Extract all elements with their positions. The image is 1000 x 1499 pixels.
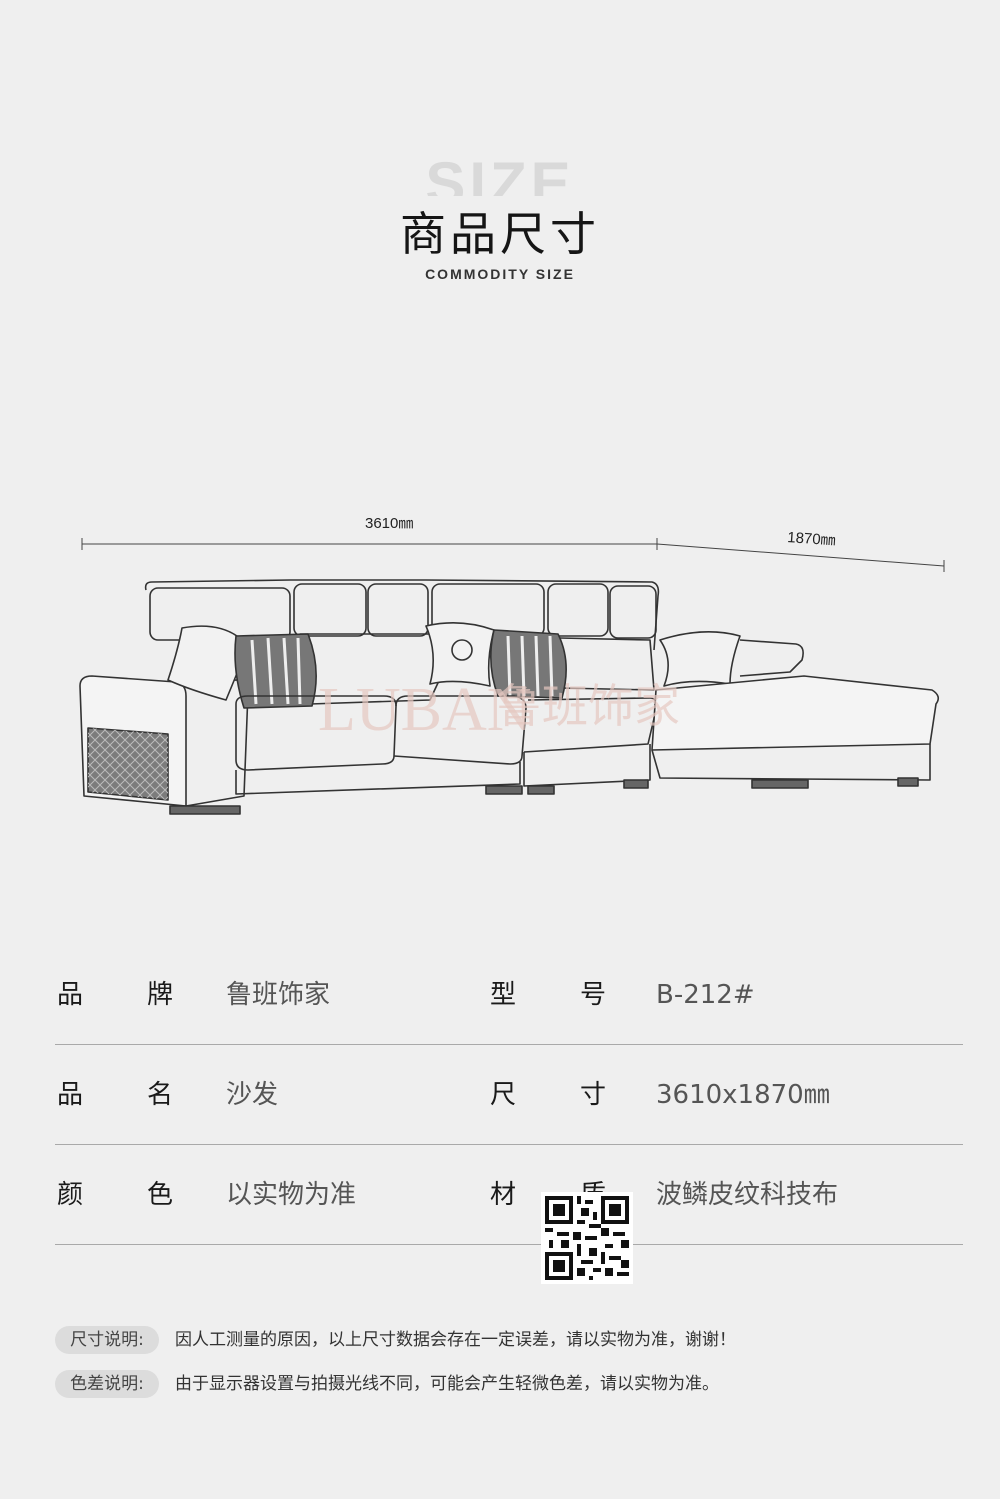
note-tag-size: 尺寸说明: [55,1326,159,1354]
notes-section: 尺寸说明: 因人工测量的原因，以上尺寸数据会存在一定误差，请以实物为准，谢谢！ … [55,1322,963,1410]
note-tag-color: 色差说明: [55,1370,159,1398]
qr-code-icon [541,1192,633,1284]
spec-label: 颜 [57,1180,84,1210]
size-background-word: SIZE [425,154,575,196]
spec-value-material: 波鳞皮纹科技布 [656,1180,839,1210]
sofa-dimension-drawing: 3610㎜ 1870㎜ [79,515,945,815]
spec-label: 品 [57,1080,84,1110]
note-text-color: 由于显示器设置与拍摄光线不同，可能会产生轻微色差，请以实物为准。 [175,1374,719,1394]
watermark-latin: LUBAN [318,676,532,744]
dimension-lines [81,538,945,572]
spec-label: 名 [147,1080,174,1110]
note-size: 尺寸说明: 因人工测量的原因，以上尺寸数据会存在一定误差，请以实物为准，谢谢！ [55,1322,963,1366]
spec-label: 品 [57,980,84,1010]
spec-value-color: 以实物为准 [226,1180,357,1210]
sofa-sketch [79,579,940,815]
note-text-size: 因人工测量的原因，以上尺寸数据会存在一定误差，请以实物为准，谢谢！ [175,1330,736,1350]
spec-label: 材 [490,1180,517,1210]
page-subtitle: COMMODITY SIZE [425,266,575,282]
spec-table: 品 牌 鲁班饰家 型 号 B-212# 品 名 沙发 尺 寸 3610x1870… [55,945,963,1245]
spec-value-brand: 鲁班饰家 [226,980,331,1010]
spec-row-color: 颜 色 以实物为准 材 质 波鳞皮纹科技布 [55,1145,963,1245]
spec-value-size: 3610x1870㎜ [656,1080,830,1110]
spec-label: 号 [580,980,607,1010]
spec-label: 型 [490,980,517,1010]
spec-label: 寸 [580,1080,607,1110]
spec-label: 尺 [490,1080,517,1110]
spec-value-model: B-212# [656,980,755,1010]
spec-label: 牌 [147,980,174,1010]
note-color: 色差说明: 由于显示器设置与拍摄光线不同，可能会产生轻微色差，请以实物为准。 [55,1366,963,1410]
section-header: SIZE 商品尺寸 COMMODITY SIZE [0,140,1000,290]
page-title: 商品尺寸 [400,207,600,261]
spec-row-brand: 品 牌 鲁班饰家 型 号 B-212# [55,945,963,1045]
watermark-cjk: 鲁班饰家 [496,679,680,733]
width-dimension-label: 3610㎜ [365,515,413,532]
depth-dimension-label: 1870㎜ [787,529,836,549]
spec-label: 色 [147,1180,174,1210]
spec-row-name: 品 名 沙发 尺 寸 3610x1870㎜ [55,1045,963,1145]
spec-value-name: 沙发 [226,1080,279,1110]
